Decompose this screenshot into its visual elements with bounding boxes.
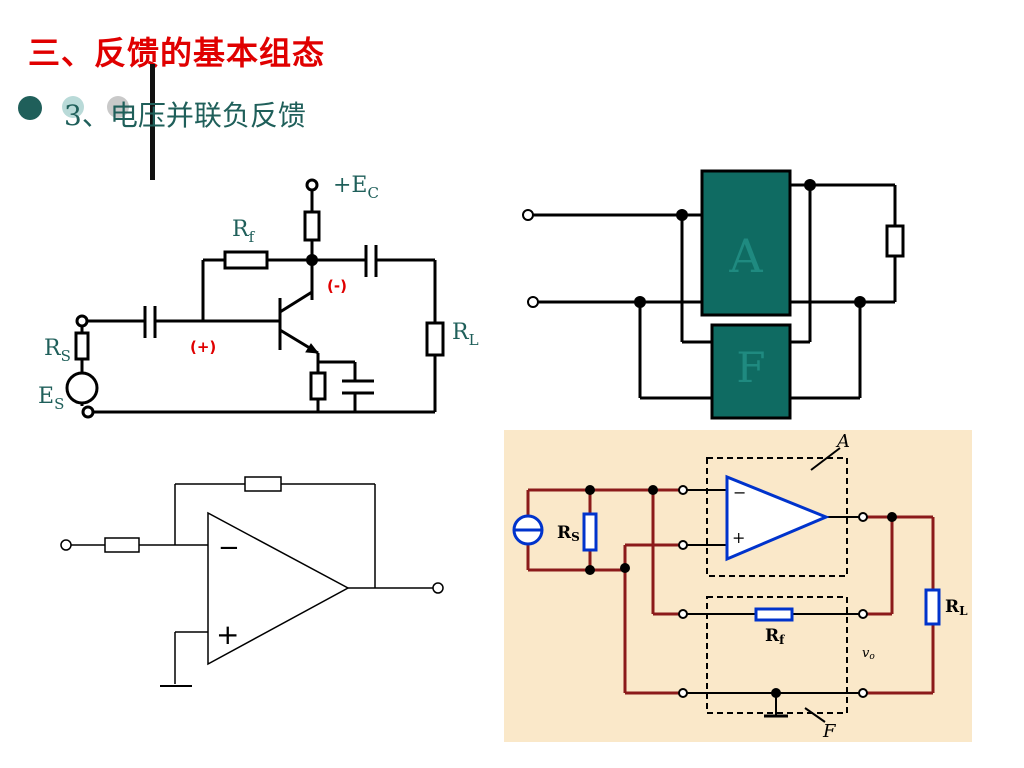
panel-rs-label: RS (557, 523, 580, 544)
block-diagram (528, 183, 905, 400)
panel-rl-label: RL (945, 597, 968, 618)
collector-resistor (303, 210, 321, 242)
opamp-circuit (60, 476, 444, 687)
es-label: ES (38, 384, 64, 413)
load-resistor-rl (425, 321, 445, 357)
block-load-resistor (885, 224, 905, 258)
amplifier-dashed-box (706, 457, 848, 577)
panel-opamp-triangle (725, 474, 830, 562)
block-input-terminal-1 (522, 209, 534, 221)
panel-rf-label: Rf (765, 626, 785, 647)
panel-rl-resistor (924, 588, 941, 626)
opamp-minus-sign: − (218, 533, 240, 563)
emitter-arrow (305, 343, 320, 354)
emitter-resistor (309, 371, 327, 401)
source-resistor-rs (74, 331, 90, 361)
voltage-source-es (65, 371, 99, 405)
panel-f-label: F (822, 721, 837, 742)
rf-label: Rf (232, 217, 256, 246)
supply-label: +EC (333, 173, 379, 202)
opamp-feedback-resistor (244, 476, 282, 492)
panel-opamp-minus: − (733, 483, 746, 502)
slide-title: 三、反馈的基本组态 (28, 34, 326, 72)
bullet-icon-faded (62, 96, 84, 118)
panel-vo-label: vo (862, 646, 875, 662)
feedback-resistor-rf (223, 250, 269, 270)
circuit-panel (504, 430, 972, 742)
cursor-bar (150, 64, 155, 180)
opamp-triangle (207, 511, 350, 666)
collector-node (306, 254, 318, 266)
rs-label: RS (44, 336, 71, 365)
block-f-label: F (736, 343, 765, 392)
panel-rf-resistor (754, 607, 794, 622)
panel-a-label: A (835, 431, 850, 452)
feedback-block-f (710, 323, 792, 420)
minus-polarity-mark: (-) (327, 277, 347, 295)
input-resistor (104, 537, 140, 553)
amplifier-block-a (700, 169, 792, 317)
block-input-terminal-2 (527, 296, 539, 308)
plus-polarity-mark: (+) (190, 338, 216, 356)
transistor-circuit (65, 178, 445, 419)
panel-rs-resistor (582, 512, 598, 552)
rl-label: RL (452, 320, 479, 349)
block-a-label: A (728, 229, 763, 283)
slide-subtitle: 3、电压并联负反馈 (64, 99, 306, 132)
panel-opamp-plus: + (732, 528, 745, 547)
bullet-icon (18, 96, 42, 120)
opamp-plus-sign: + (216, 618, 239, 651)
supply-terminal (305, 178, 319, 192)
bullet-icon-faded-2 (107, 96, 129, 118)
